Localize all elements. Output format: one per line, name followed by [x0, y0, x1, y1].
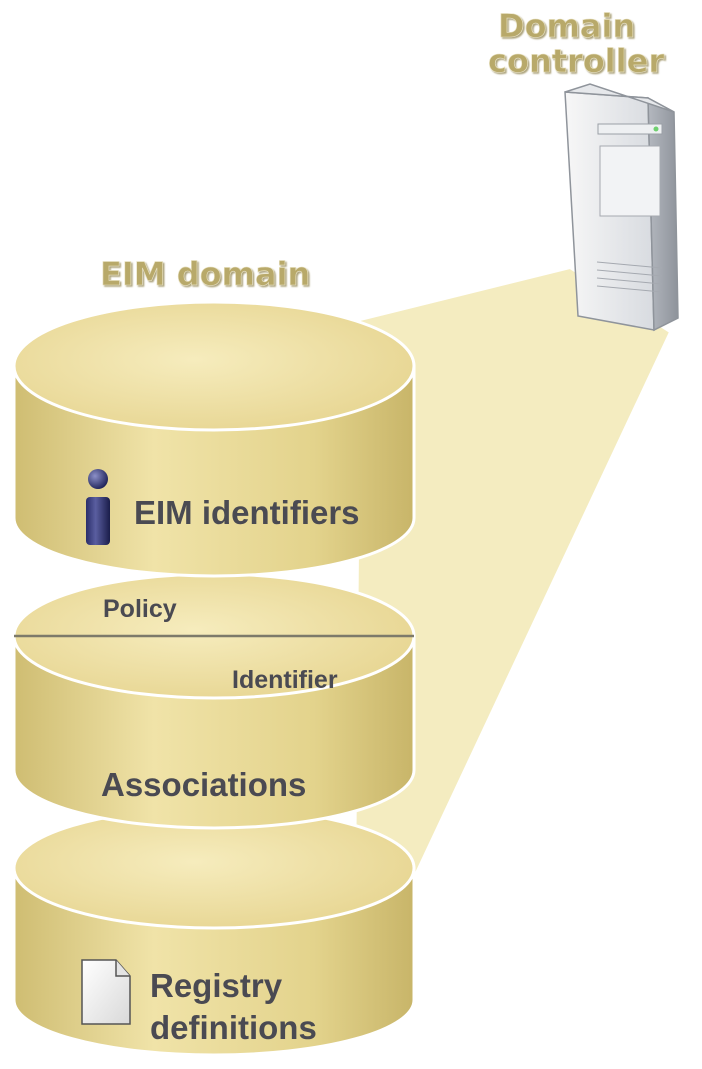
person-icon [86, 469, 110, 545]
associations-cylinder [12, 572, 416, 830]
server-tower-icon [564, 83, 679, 332]
policy-label: Policy [103, 595, 177, 623]
identifier-label: Identifier [232, 666, 338, 694]
eim-identifiers-label: EIM identifiers [134, 494, 360, 531]
document-icon [81, 959, 131, 1025]
registry-label-line2: definitions [150, 1009, 317, 1046]
domain-controller-label-line2: controller [488, 42, 664, 80]
registry-label-line1: Registry [150, 967, 283, 1004]
associations-label: Associations [101, 766, 306, 803]
domain-controller-label-line1: Domain [498, 7, 635, 45]
eim-identifiers-cylinder [12, 300, 416, 578]
eim-domain-title: EIM domain [100, 255, 310, 293]
